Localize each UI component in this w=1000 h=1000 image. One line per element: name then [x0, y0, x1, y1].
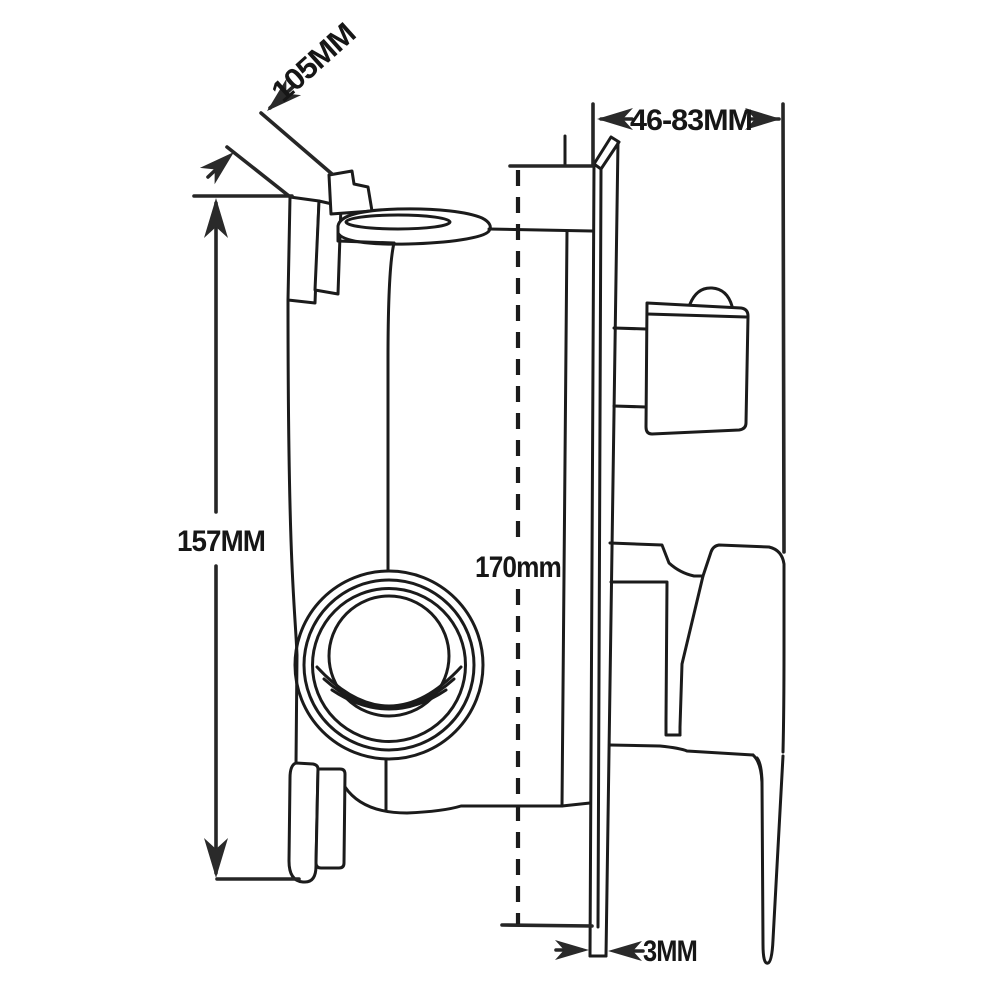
- lever-handle: [608, 541, 786, 965]
- dimension-plate-thickness: 3MM: [554, 935, 698, 968]
- wall-plate-top-face: [592, 135, 621, 171]
- arrowhead-right: [745, 108, 781, 130]
- arrowhead-left-small: [608, 941, 642, 961]
- dim-105mm-label: 105MM: [265, 17, 361, 108]
- dimension-inlet-offset: 105MM: [199, 17, 362, 198]
- bottom-outlet-cap: [287, 761, 320, 884]
- top-inlet-fitting: [327, 169, 374, 216]
- dim-170mm-label: 170mm: [475, 551, 561, 584]
- dim-157mm-label: 157MM: [177, 525, 265, 558]
- handle-base: [609, 580, 682, 737]
- dimension-plate-height: 170mm: [475, 164, 595, 928]
- dimension-wall-depth: 46-83MM: [591, 102, 786, 554]
- bottom-outlet-cap-inner: [314, 767, 347, 870]
- inlet-block-rear: [286, 195, 321, 305]
- diverter-knob: [612, 286, 750, 436]
- knob-body: [644, 301, 750, 436]
- arrowhead-down: [204, 838, 228, 878]
- arrowhead-left: [597, 108, 633, 130]
- arrowhead-up: [204, 198, 228, 238]
- outlet-port-circle: [293, 569, 485, 761]
- knob-dome: [688, 286, 734, 308]
- valve-body: [286, 134, 594, 884]
- dimension-body-height: 157MM: [177, 194, 301, 881]
- arrowhead-up-right: [199, 152, 234, 185]
- lever-outline: [608, 541, 786, 754]
- arrowhead-right-small: [555, 940, 589, 960]
- top-flange-inner: [344, 213, 452, 231]
- arrowhead-down-left: [267, 78, 302, 111]
- dim-3mm-label: 3MM: [643, 935, 697, 968]
- wall-plate: [588, 135, 621, 958]
- dim-46-83mm-label: 46-83MM: [630, 104, 752, 137]
- lever-tail: [751, 753, 785, 965]
